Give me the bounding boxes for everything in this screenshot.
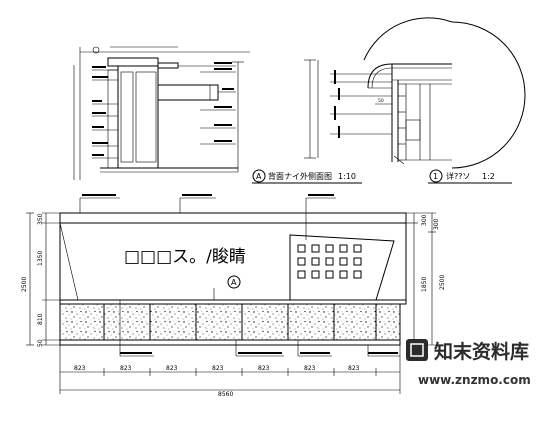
detail-view-title: 详??ソ xyxy=(446,171,471,181)
right-dimensions: 300 1850 2500 300 xyxy=(406,212,446,346)
bottom-dim-total: 8560 xyxy=(218,391,233,398)
watermark-cn: 知末资料库 xyxy=(434,340,529,363)
watermark-logo xyxy=(406,339,428,361)
detail-view-scale: 1:2 xyxy=(482,172,495,181)
right-dim-top: 300 xyxy=(433,218,440,230)
elevation-top-leaders xyxy=(79,194,336,240)
left-dim-3: 810 xyxy=(37,313,44,325)
left-dim-1: 350 xyxy=(37,213,44,225)
right-dim-1: 300 xyxy=(421,214,428,226)
detail-marker-label: 1 xyxy=(433,172,438,181)
section-marker xyxy=(252,169,266,183)
square-grid xyxy=(297,244,362,279)
detail-view: 50 1 详??ソ 1:2 xyxy=(304,17,526,184)
sign-text: □□□ス。/睃睛 xyxy=(124,246,246,267)
bottom-dim-3: 823 xyxy=(166,365,178,372)
elevation-section-marker xyxy=(227,275,241,289)
right-dim-small: 1850 xyxy=(421,277,428,292)
detail-marker xyxy=(429,169,443,183)
elevation-bottom-leaders xyxy=(119,300,400,357)
left-dim-4: 50 xyxy=(37,339,44,347)
section-view-scale: 1:10 xyxy=(338,172,356,181)
bottom-dim-7: 823 xyxy=(348,365,360,372)
section-view-title: 背面ナイ外侧面图 xyxy=(268,171,332,181)
left-dimensions: 350 1350 810 50 2500 xyxy=(21,212,60,347)
left-dim-total: 2500 xyxy=(21,277,28,292)
bottom-dim-4: 823 xyxy=(212,365,224,372)
bottom-dim-5: 823 xyxy=(258,365,270,372)
front-elevation: □□□ス。/睃睛 A xyxy=(21,194,446,398)
bottom-dimensions: 823 823 823 823 823 823 823 8560 xyxy=(59,345,401,398)
bottom-dim-1: 823 xyxy=(74,365,86,372)
right-dim-2: 2500 xyxy=(439,275,446,290)
watermark: 知末资料库 www.znzmo.com xyxy=(406,339,531,387)
section-leaders-right xyxy=(178,62,236,145)
bottom-dim-6: 823 xyxy=(304,365,316,372)
elevation-section-label: A xyxy=(231,278,237,287)
section-view: A 背面ナイ外侧面图 1:10 xyxy=(73,46,362,184)
bottom-dim-2: 823 xyxy=(120,365,132,372)
detail-inner-dim: 50 xyxy=(378,98,384,104)
left-dim-2: 1350 xyxy=(37,251,44,266)
section-leaders-left xyxy=(92,66,118,159)
watermark-url: www.znzmo.com xyxy=(418,373,531,387)
detail-leaders xyxy=(330,70,392,138)
section-marker-label: A xyxy=(256,172,262,181)
